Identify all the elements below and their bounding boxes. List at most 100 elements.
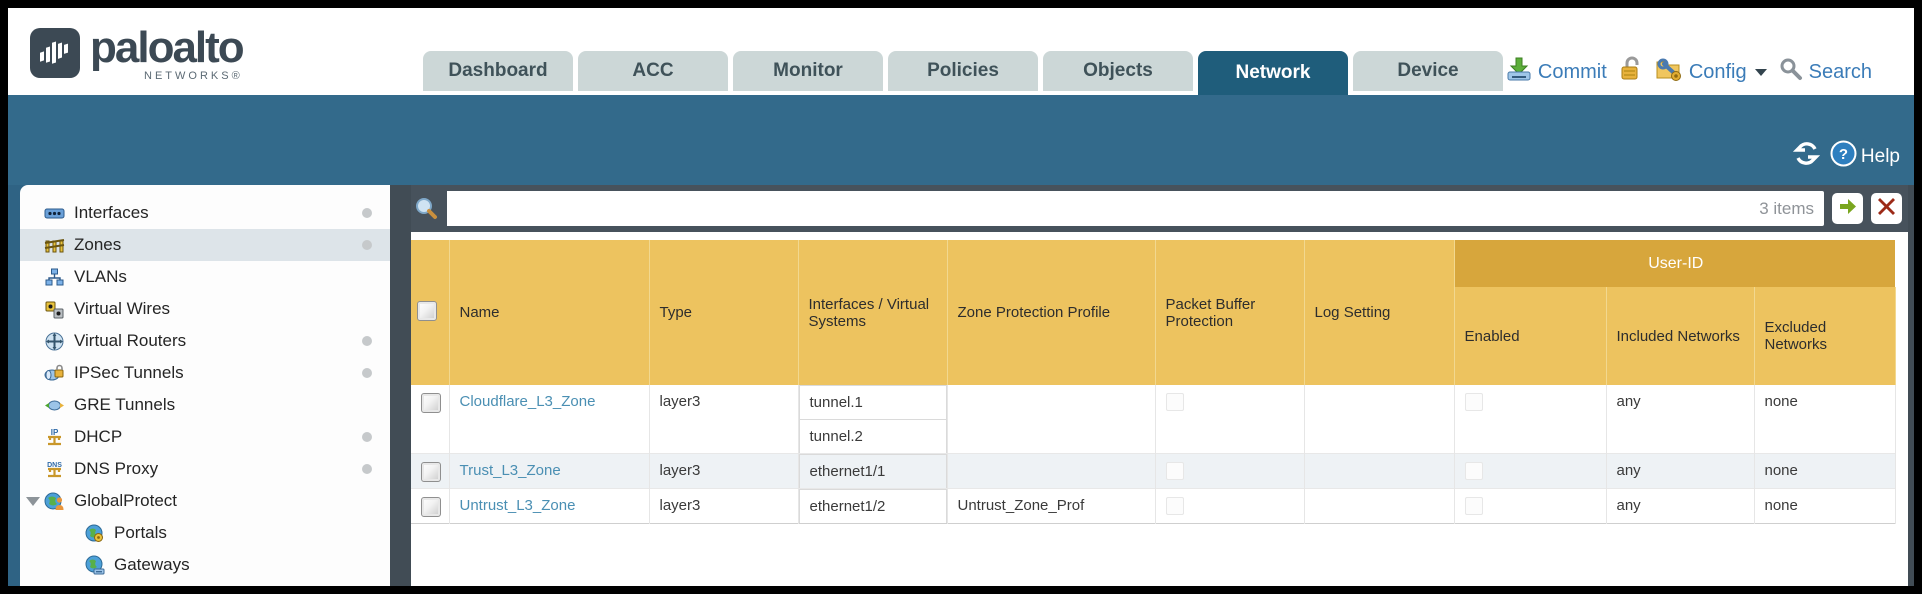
- sidebar-item-gateways[interactable]: Gateways: [20, 549, 390, 581]
- sidebar-item-label: DNS Proxy: [74, 459, 159, 478]
- zone-protection-profile-cell: Untrust_Zone_Prof: [947, 488, 1156, 524]
- sidebar-item-zones[interactable]: Zones: [20, 229, 390, 261]
- vlans-icon: [44, 267, 65, 288]
- refresh-icon[interactable]: [1792, 140, 1821, 173]
- row-checkbox-cell: [411, 385, 450, 454]
- userid-enabled-checkbox[interactable]: [1464, 393, 1483, 411]
- log-setting-cell: [1304, 453, 1455, 489]
- lock-icon[interactable]: [1619, 56, 1643, 88]
- included-networks-cell: any: [1606, 453, 1755, 489]
- header-checkbox-cell: [411, 240, 450, 385]
- packet-buffer-checkbox[interactable]: [1165, 393, 1184, 411]
- user-id-group-header: User-ID: [1454, 240, 1896, 287]
- sidebar-item-virtual-wires[interactable]: Virtual Wires: [20, 293, 390, 325]
- table-gap: [411, 232, 1908, 240]
- col-enabled[interactable]: Enabled: [1454, 287, 1607, 385]
- filter-input[interactable]: [447, 191, 1760, 226]
- expander-triangle-icon[interactable]: [26, 496, 40, 506]
- select-all-checkbox[interactable]: [417, 300, 437, 321]
- brand-name: paloalto: [90, 23, 245, 72]
- col-zone-protection-profile[interactable]: Zone Protection Profile: [947, 240, 1156, 385]
- sidebar-item-globalprotect[interactable]: GlobalProtect: [20, 485, 390, 517]
- tab-acc[interactable]: ACC: [578, 51, 728, 91]
- col-name[interactable]: Name: [449, 240, 650, 385]
- sidebar-item-ipsec-tunnels[interactable]: IPSec Tunnels: [20, 357, 390, 389]
- top-actions: Commit C: [1506, 56, 1872, 88]
- config-icon: [1655, 56, 1683, 88]
- status-dot: [362, 208, 372, 218]
- sidebar-item-virtual-routers[interactable]: Virtual Routers: [20, 325, 390, 357]
- userid-enabled-cell: [1454, 385, 1607, 454]
- status-dot: [362, 240, 372, 250]
- tab-policies[interactable]: Policies: [888, 51, 1038, 91]
- commit-icon: [1506, 56, 1532, 88]
- sidebar-item-interfaces[interactable]: Interfaces: [20, 197, 390, 229]
- sidebar-item-gre-tunnels[interactable]: GRE Tunnels: [20, 389, 390, 421]
- interfaces-icon: [44, 203, 65, 224]
- tab-device[interactable]: Device: [1353, 51, 1503, 91]
- commit-button[interactable]: Commit: [1506, 56, 1607, 88]
- tab-network[interactable]: Network: [1198, 51, 1348, 95]
- included-networks-cell: any: [1606, 385, 1755, 454]
- virtual-wires-icon: [44, 299, 65, 320]
- status-dot: [362, 368, 372, 378]
- sidebar-item-vlans[interactable]: VLANs: [20, 261, 390, 293]
- col-interfaces[interactable]: Interfaces / Virtual Systems: [798, 240, 948, 385]
- row-checkbox[interactable]: [421, 497, 441, 517]
- tab-objects[interactable]: Objects: [1043, 51, 1193, 91]
- tab-dashboard[interactable]: Dashboard: [423, 51, 573, 91]
- sidebar-item-label: Interfaces: [74, 203, 149, 222]
- filter-search-icon: [413, 196, 439, 222]
- col-included-networks[interactable]: Included Networks: [1606, 287, 1755, 385]
- col-excluded-networks[interactable]: Excluded Networks: [1754, 287, 1896, 385]
- sidebar-item-label: GlobalProtect: [74, 491, 177, 510]
- interface-entry: tunnel.2: [798, 419, 947, 454]
- zone-name-link[interactable]: Cloudflare_L3_Zone: [459, 393, 596, 410]
- col-packet-buffer-protection[interactable]: Packet Buffer Protection: [1155, 240, 1305, 385]
- packet-buffer-checkbox[interactable]: [1165, 497, 1184, 515]
- sidebar-item-label: Virtual Wires: [74, 299, 171, 318]
- zone-name-link[interactable]: Trust_L3_Zone: [459, 462, 561, 479]
- userid-enabled-checkbox[interactable]: [1464, 497, 1483, 515]
- col-type[interactable]: Type: [649, 240, 799, 385]
- main-pane: 3 items: [390, 185, 1914, 586]
- row-checkbox-cell: [411, 453, 450, 489]
- row-checkbox[interactable]: [421, 393, 441, 413]
- status-dot: [362, 464, 372, 474]
- row-checkbox[interactable]: [421, 462, 441, 482]
- sidebar-item-label: DHCP: [74, 427, 123, 446]
- zone-protection-profile-cell: [947, 385, 1156, 454]
- tab-monitor[interactable]: Monitor: [733, 51, 883, 91]
- search-action[interactable]: Search: [1779, 57, 1872, 87]
- col-log-setting[interactable]: Log Setting: [1304, 240, 1455, 385]
- gre-tunnels-icon: [44, 395, 65, 416]
- gateways-icon: [84, 555, 105, 576]
- config-menu[interactable]: Config: [1655, 56, 1767, 88]
- interface-entry: ethernet1/1: [798, 454, 947, 489]
- items-count: 3 items: [1759, 198, 1814, 218]
- sidebar-item-dns-proxy[interactable]: DNS DNS Proxy: [20, 453, 390, 485]
- packet-buffer-checkbox[interactable]: [1165, 462, 1184, 480]
- userid-enabled-cell: [1454, 488, 1607, 524]
- zone-name-link[interactable]: Untrust_L3_Zone: [459, 497, 576, 514]
- help-button[interactable]: ? Help: [1830, 140, 1900, 173]
- clear-filter-button[interactable]: [1871, 193, 1902, 224]
- sidebar-item-portals[interactable]: Portals: [20, 517, 390, 549]
- filter-input-wrap: 3 items: [447, 191, 1824, 226]
- packet-buffer-cell: [1155, 453, 1305, 489]
- userid-enabled-checkbox[interactable]: [1464, 462, 1483, 480]
- filter-toolbar: 3 items: [411, 185, 1908, 232]
- apply-filter-button[interactable]: [1832, 193, 1863, 224]
- svg-text:DNS: DNS: [47, 462, 62, 469]
- zone-name-cell: Untrust_L3_Zone: [449, 488, 650, 524]
- dns-proxy-icon: DNS: [44, 459, 65, 480]
- svg-text:?: ?: [1839, 146, 1848, 163]
